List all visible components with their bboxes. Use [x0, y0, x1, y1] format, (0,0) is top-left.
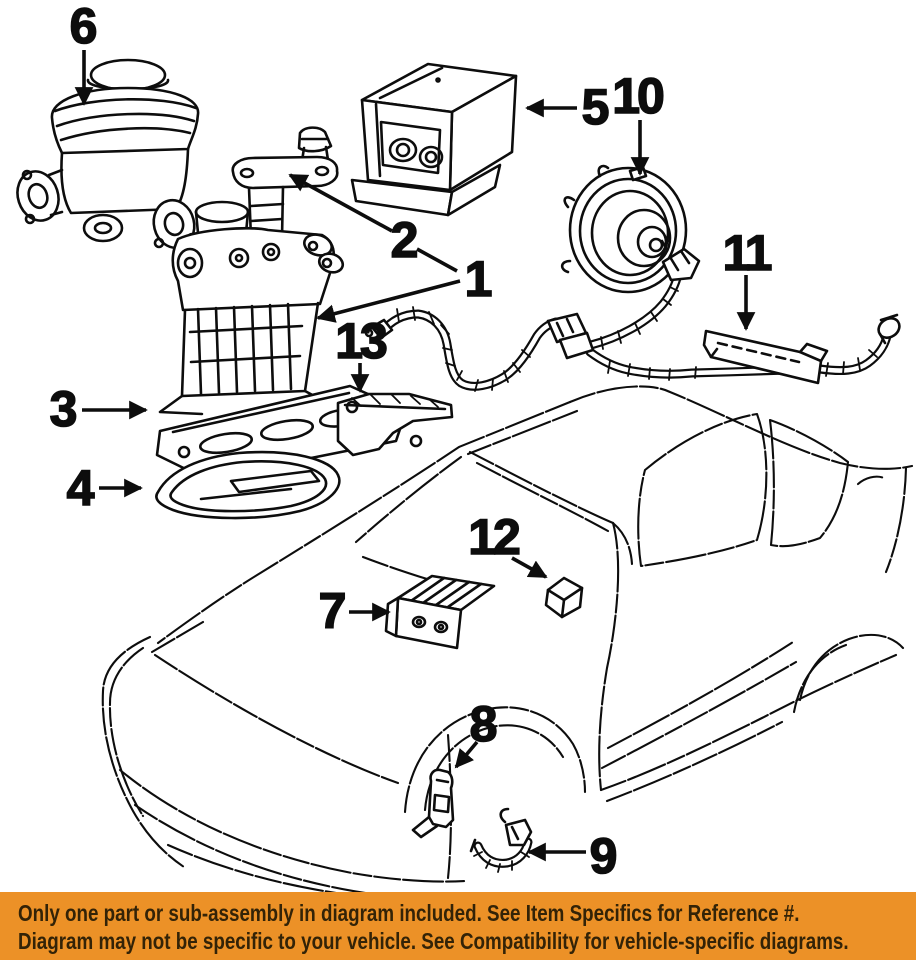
control-module-illustration	[350, 62, 518, 217]
splash-tray-illustration	[155, 450, 341, 520]
bracket-illustration	[336, 392, 454, 457]
arrow-8	[454, 740, 479, 769]
callout-arrows	[74, 50, 756, 862]
car-body-outline	[101, 385, 914, 892]
harness-bracket-illustration	[702, 329, 829, 385]
arrow-1	[316, 279, 461, 323]
sensor-cable-illustration	[469, 807, 533, 873]
arrow-1-upper	[416, 247, 458, 273]
arrow-2	[288, 173, 393, 233]
clip-illustration	[544, 576, 584, 619]
arrow-12	[511, 556, 548, 579]
master-cylinder-illustration	[16, 58, 200, 250]
harness-connector-left	[370, 318, 394, 340]
diagram-canvas	[16, 50, 914, 892]
front-module-illustration	[384, 574, 496, 650]
disclaimer-line-1: Only one part or sub-assembly in diagram…	[18, 900, 800, 926]
disclaimer-banner: Only one part or sub-assembly in diagram…	[0, 892, 916, 960]
disclaimer-line-2: Diagram may not be specific to your vehi…	[18, 928, 849, 954]
abs-modulator-illustration	[158, 200, 345, 416]
wheel-sensor-illustration	[411, 768, 455, 839]
